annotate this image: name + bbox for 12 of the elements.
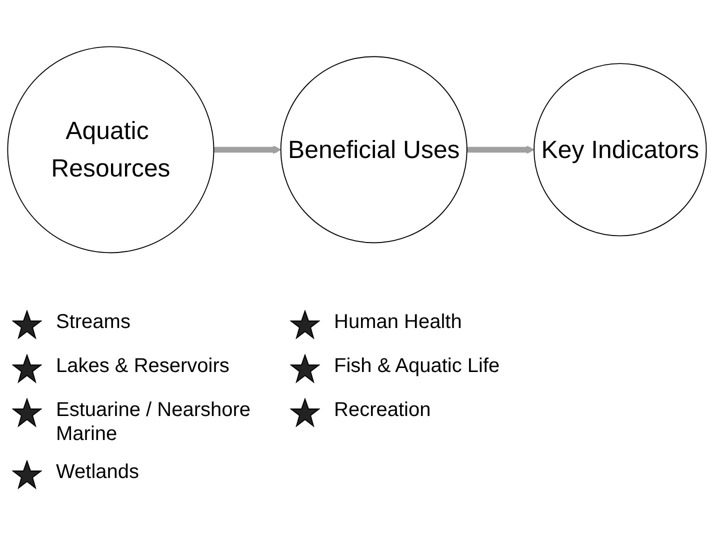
node-circle: Key Indicators [534, 63, 707, 237]
arrow [466, 146, 534, 154]
list-item-text: Lakes & Reservoirs [56, 354, 230, 378]
list-item-text: Streams [56, 310, 130, 334]
node-circle: Beneficial Uses [280, 56, 468, 244]
node-circle: Aquatic Resources [7, 46, 214, 254]
list-item-text: Estuarine / Nearshore Marine [56, 398, 252, 446]
list-item-text: Human Health [334, 310, 462, 334]
list-item-text: Fish & Aquatic Life [334, 354, 500, 378]
arrow [214, 146, 282, 154]
list-item-text: Wetlands [56, 460, 140, 484]
list-item-text: Recreation [334, 398, 431, 422]
